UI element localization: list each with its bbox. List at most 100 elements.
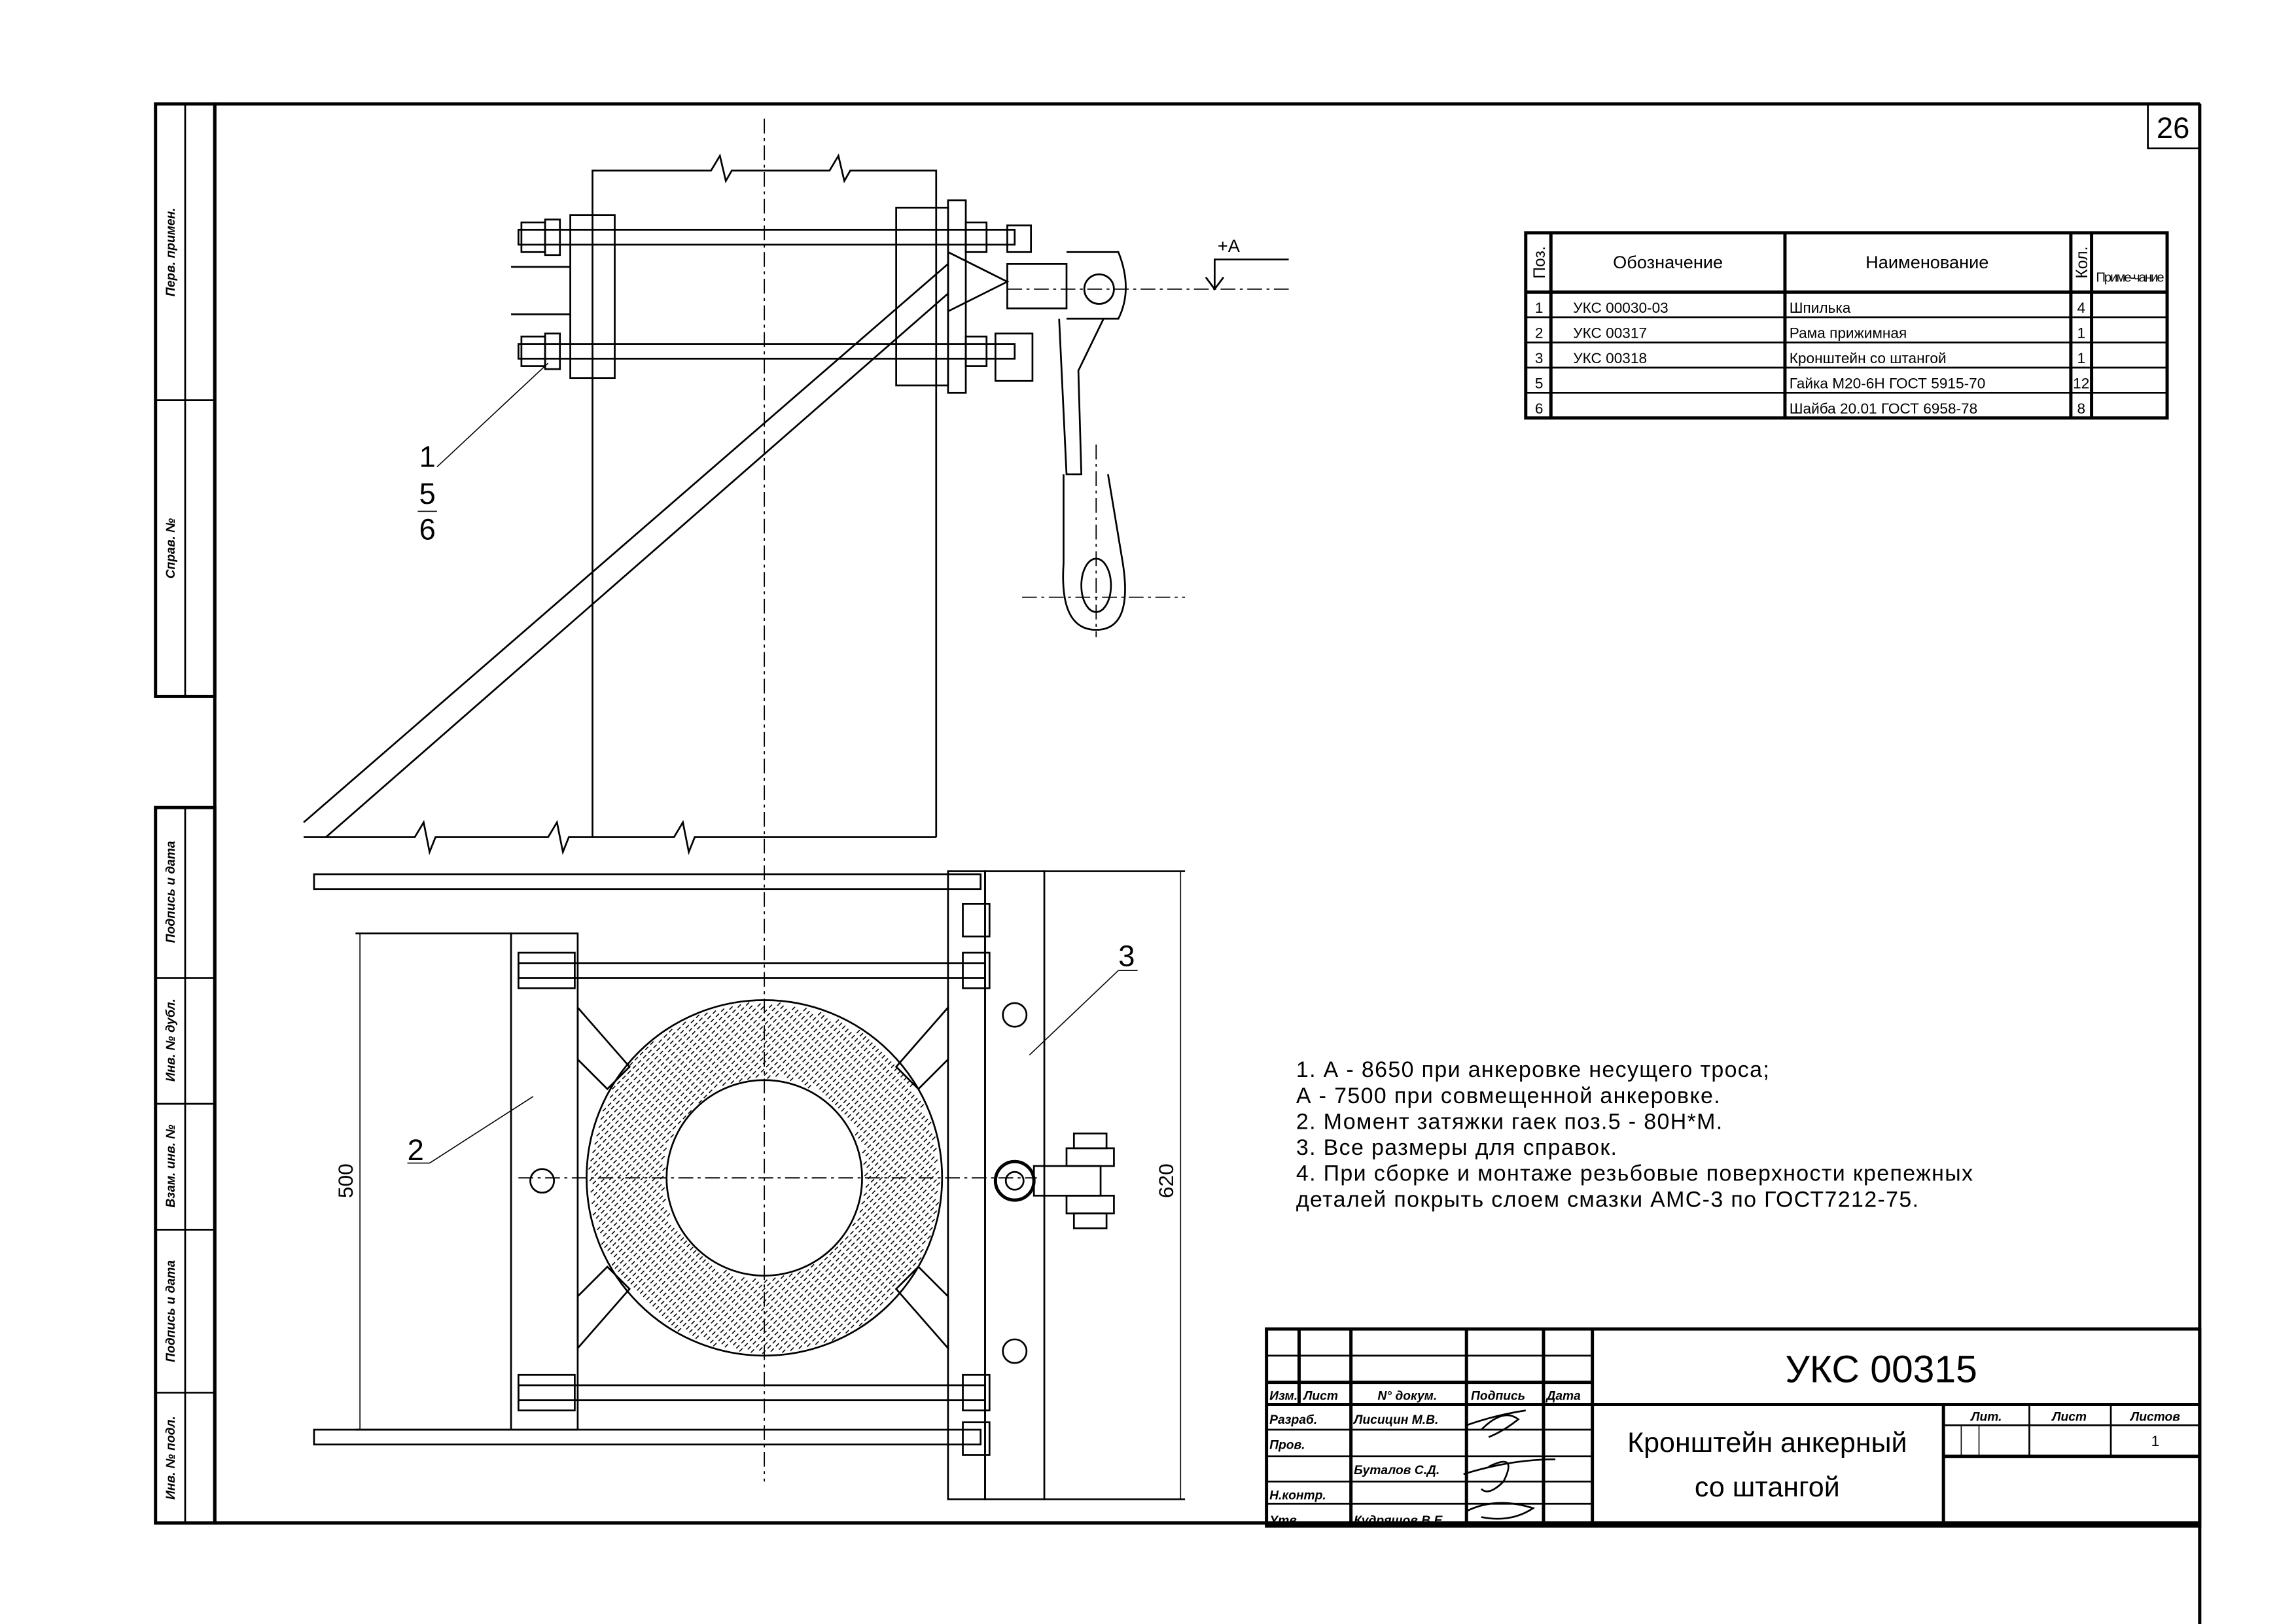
hatch-mark	[631, 1085, 635, 1089]
hatch-mark	[663, 1034, 667, 1038]
spec-designation: УКС 00030-03	[1573, 300, 1669, 316]
hatch-mark	[846, 1071, 850, 1076]
hatch-mark	[888, 1217, 892, 1222]
hatch-mark	[674, 1262, 679, 1266]
hatch-mark	[703, 1333, 708, 1337]
hatch-mark	[627, 1246, 631, 1250]
hatch-mark	[847, 1239, 852, 1243]
hatch-mark	[892, 1283, 896, 1287]
hatch-mark	[894, 1078, 899, 1083]
hatch-mark	[822, 1327, 826, 1332]
hatch-mark	[620, 1209, 625, 1213]
hatch-mark	[730, 1287, 735, 1292]
signatures	[1463, 1409, 1556, 1520]
hatch-mark	[874, 1099, 879, 1104]
hatch-mark	[678, 1038, 682, 1042]
hatch-mark	[885, 1245, 890, 1250]
hatch-mark	[633, 1252, 637, 1257]
hatch-mark	[808, 1272, 813, 1277]
hatch-mark	[663, 1147, 667, 1152]
hatch-mark	[872, 1045, 876, 1050]
hatch-mark	[728, 1025, 732, 1030]
hatch-mark	[648, 1174, 653, 1178]
hatch-mark	[810, 1263, 815, 1268]
hatch-mark	[746, 1303, 751, 1307]
hatch-mark	[928, 1215, 932, 1220]
hatch-mark	[715, 1013, 720, 1017]
hatch-mark	[817, 1012, 822, 1016]
hatch-mark	[871, 1159, 875, 1163]
hatch-mark	[780, 1306, 785, 1311]
hatch-mark	[608, 1165, 612, 1169]
hatch-mark	[723, 1269, 727, 1274]
hatch-mark	[699, 1287, 703, 1292]
hatch-mark	[674, 1293, 679, 1297]
hatch-mark	[913, 1148, 917, 1153]
hatch-mark	[649, 1186, 654, 1190]
hatch-mark	[914, 1192, 919, 1195]
hatch-mark	[806, 1010, 810, 1015]
hatch-mark	[866, 1101, 870, 1106]
hatch-mark	[686, 1036, 691, 1040]
hatch-mark	[622, 1138, 627, 1142]
hatch-mark	[870, 1198, 874, 1203]
hatch-mark	[818, 1313, 822, 1317]
hatch-mark	[739, 1078, 743, 1082]
hatch-mark	[739, 1316, 743, 1321]
hatch-mark	[671, 1239, 676, 1243]
hatch-mark	[799, 1055, 804, 1059]
hatch-mark	[921, 1197, 925, 1202]
hatch-mark	[917, 1194, 922, 1199]
hatch-mark	[929, 1227, 933, 1231]
hatch-mark	[608, 1196, 612, 1201]
hatch-mark	[605, 1173, 610, 1178]
hatch-mark	[866, 1289, 871, 1294]
hatch-mark	[709, 1339, 714, 1344]
hatch-mark	[645, 1046, 649, 1051]
hatch-mark	[863, 1254, 868, 1259]
hatch-mark	[627, 1215, 631, 1219]
hatch-mark	[911, 1250, 916, 1255]
spec-qty: 12	[2073, 376, 2089, 392]
hatch-mark	[650, 1103, 654, 1108]
hatch-mark	[632, 1096, 637, 1101]
spec-header-designation: Обозначение	[1613, 252, 1723, 272]
hatch-mark	[872, 1076, 876, 1081]
hatch-mark	[893, 1180, 898, 1185]
hatch-mark	[756, 1324, 761, 1328]
hatch-mark	[780, 1275, 785, 1279]
hatch-mark	[737, 1004, 741, 1008]
hatch-mark	[891, 1095, 895, 1100]
hatch-mark	[886, 1194, 891, 1199]
hatch-mark	[618, 1186, 623, 1190]
hatch-mark	[792, 1288, 797, 1292]
hatch-mark	[843, 1307, 847, 1311]
hatch-mark	[739, 1058, 744, 1063]
hatch-mark	[932, 1167, 936, 1172]
hatch-mark	[882, 1180, 886, 1184]
hatch-mark	[857, 1041, 862, 1046]
hatch-mark	[934, 1159, 938, 1163]
hatch-mark	[857, 1311, 862, 1315]
hatch-mark	[647, 1194, 652, 1199]
hatch-mark	[873, 1233, 877, 1237]
hatch-mark	[867, 1207, 872, 1211]
hatch-mark	[781, 1017, 785, 1021]
hatch-mark	[612, 1179, 616, 1184]
hatch-mark	[620, 1115, 624, 1120]
hatch-mark	[906, 1099, 910, 1104]
hatch-mark	[822, 1296, 826, 1301]
hatch-mark	[923, 1189, 927, 1193]
hatch-mark	[897, 1133, 902, 1137]
hatch-mark	[694, 1085, 698, 1089]
hatch-mark	[873, 1119, 877, 1123]
hatch-mark	[894, 1161, 898, 1165]
hatch-mark	[881, 1199, 885, 1204]
hatch-mark	[870, 1210, 875, 1214]
hatch-mark	[686, 1326, 690, 1330]
hatch-mark	[883, 1078, 888, 1082]
hatch-mark	[715, 1033, 719, 1037]
hatch-mark	[785, 1063, 790, 1067]
hatch-mark	[802, 1027, 806, 1032]
hatch-mark	[614, 1108, 618, 1113]
